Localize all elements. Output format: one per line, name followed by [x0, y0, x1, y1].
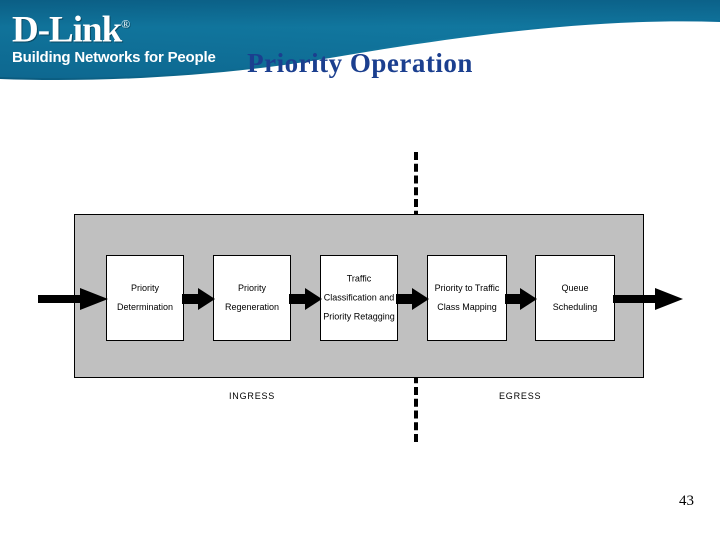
- stage-label: Priority Determination: [117, 279, 173, 317]
- stage-line: Priority to Traffic: [434, 283, 500, 293]
- stage-line: Classification and: [323, 292, 395, 303]
- header-banner: D-Link® Building Networks for People: [0, 0, 720, 100]
- stage-box-traffic-classification: Traffic Classification and Priority Reta…: [320, 255, 398, 341]
- stage-line: Queue: [561, 283, 589, 293]
- page-title: Priority Operation: [247, 48, 473, 78]
- stage-label: Traffic Classification and Priority Reta…: [323, 270, 395, 327]
- zone-label-egress: EGRESS: [499, 391, 542, 401]
- stage-line: Scheduling: [552, 302, 598, 312]
- stage-label: Queue Scheduling: [553, 279, 598, 317]
- stage-line: Determination: [116, 302, 174, 312]
- stage-box-priority-determination: Priority Determination: [106, 255, 184, 341]
- stage-line: Priority: [237, 283, 267, 293]
- stage-box-priority-to-traffic-class-mapping: Priority to Traffic Class Mapping: [427, 255, 507, 341]
- stage-line: Priority Retagging: [323, 311, 395, 322]
- stage-label: Priority Regeneration: [225, 279, 279, 317]
- stage-line: Priority: [130, 283, 159, 293]
- stage-label: Priority to Traffic Class Mapping: [435, 279, 500, 317]
- stage-box-priority-regeneration: Priority Regeneration: [213, 255, 291, 341]
- stage-line: Class Mapping: [437, 302, 497, 312]
- stage-box-queue-scheduling: Queue Scheduling: [535, 255, 615, 341]
- zone-label-ingress: INGRESS: [229, 391, 276, 401]
- stage-line: Regeneration: [224, 302, 280, 312]
- banner-swoosh-shape: [0, 0, 720, 100]
- page-number: 43: [679, 493, 694, 509]
- stage-line: Traffic: [346, 273, 372, 284]
